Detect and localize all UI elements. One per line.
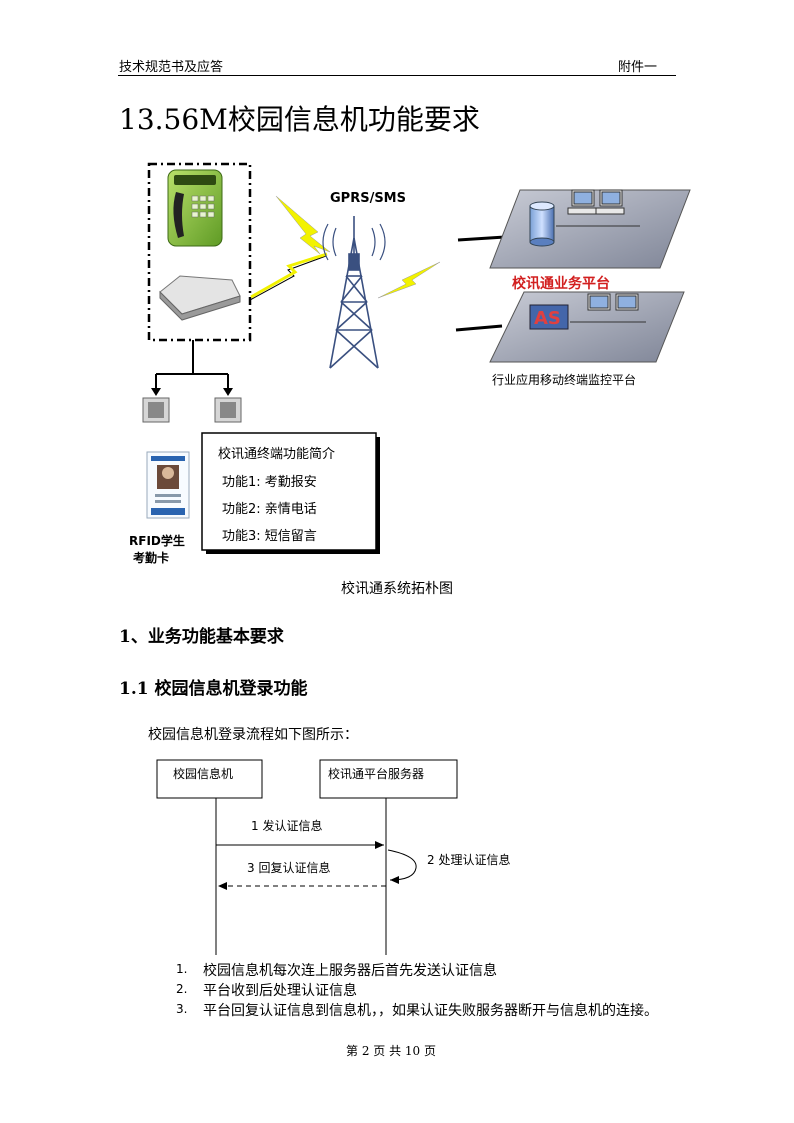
function-item: 功能3: 短信留言 — [222, 529, 317, 544]
function-item: 功能2: 亲情电话 — [222, 502, 317, 517]
message-label: 3 回复认证信息 — [247, 860, 330, 875]
message-label: 1 发认证信息 — [251, 818, 322, 833]
monitor-label: 行业应用移动终端监控平台 — [492, 372, 636, 387]
card-reader-icon — [214, 397, 242, 423]
terminal-dashed-frame — [147, 162, 252, 342]
step-text: 校园信息机每次连上服务器后首先发送认证信息 — [203, 963, 497, 979]
function-box-title: 校讯通终端功能简介 — [218, 446, 335, 462]
step-text: 平台收到后处理认证信息 — [203, 983, 357, 999]
actor-left: 校园信息机 — [173, 766, 233, 781]
intro-text: 校园信息机登录流程如下图所示： — [148, 727, 358, 743]
workstation-icon — [567, 189, 625, 215]
database-icon — [529, 201, 555, 247]
step-number: 1. — [176, 962, 188, 976]
topology-diagram: GPRS/SMS 校讯通业务平台 AS 行业应用移动终端监控平台 RFID学生 … — [129, 162, 691, 565]
page-title: 13.56M校园信息机功能要求 — [119, 103, 480, 136]
signal-bolt-icon — [275, 195, 331, 255]
header-divider — [118, 75, 676, 76]
step-number: 2. — [176, 982, 188, 996]
diagram-caption: 校讯通系统拓朴图 — [341, 581, 453, 597]
monitor-platform — [489, 291, 685, 363]
function-summary-box: 校讯通终端功能简介 功能1: 考勤报安 功能2: 亲情电话 功能3: 短信留言 — [201, 432, 380, 554]
step-text: 平台回复认证信息到信息机，，如果认证失败服务器断开与信息机的连接。 — [203, 1003, 658, 1019]
actor-box — [319, 759, 458, 799]
platform-label: 校讯通业务平台 — [512, 275, 610, 292]
modem-icon — [159, 275, 241, 321]
actor-box — [156, 759, 263, 799]
student-card-image — [146, 451, 190, 519]
message-label: 2 处理认证信息 — [427, 852, 510, 867]
rfid-label-line2: 考勤卡 — [133, 550, 169, 565]
header-left: 技术规范书及应答 — [119, 60, 224, 75]
header-right: 附件一 — [618, 60, 658, 75]
subsection-heading: 1.1 校园信息机登录功能 — [119, 679, 308, 699]
actor-right: 校讯通平台服务器 — [328, 766, 424, 781]
function-item: 功能1: 考勤报安 — [222, 475, 317, 490]
tower-icon — [322, 216, 386, 369]
section-heading: 1、业务功能基本要求 — [119, 627, 284, 647]
step-number: 3. — [176, 1002, 188, 1016]
login-sequence-diagram: 校园信息机 校讯通平台服务器 1 发认证信息 2 处理认证信息 3 回复认证信息 — [156, 759, 510, 955]
self-message-arrow — [387, 849, 417, 884]
rfid-label-line1: RFID学生 — [129, 533, 185, 548]
card-reader-icon — [142, 397, 170, 423]
page-footer: 第 2 页 共 10 页 — [346, 1044, 436, 1058]
payphone-icon — [167, 169, 223, 247]
gprs-label: GPRS/SMS — [330, 191, 406, 206]
as-logo: AS — [534, 308, 561, 329]
